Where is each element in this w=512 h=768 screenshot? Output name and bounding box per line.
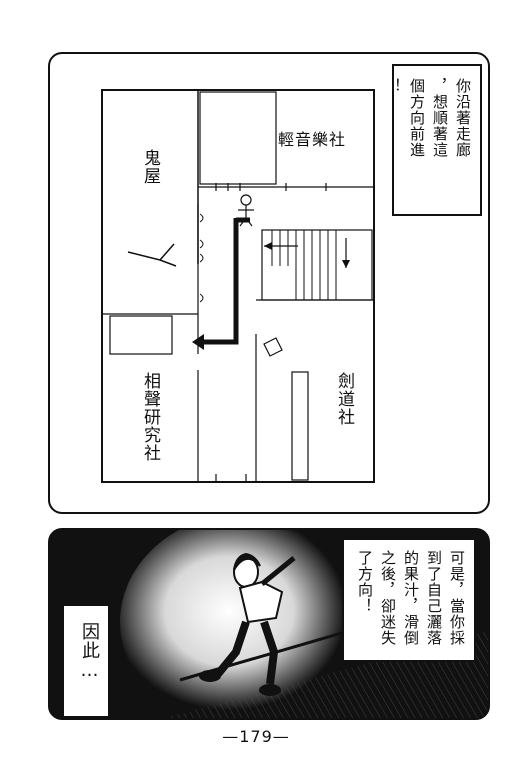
scene-panel: 可是，當你採 到了自己灑落 的果汁，滑倒 之後，卻迷失 了方向！ 因此… <box>48 528 490 720</box>
narration-line: 個方向前進 <box>408 78 426 158</box>
narration-line: 你沿著走廊 <box>454 78 472 158</box>
route-arrow <box>200 218 239 345</box>
building-outline <box>101 89 375 483</box>
floor-map <box>101 89 375 483</box>
falling-person-figure <box>199 552 296 696</box>
room-label-haunted-house: 鬼屋 <box>140 149 160 185</box>
narration-line: 可是，當你採 <box>448 550 466 646</box>
narration-line: 了方向！ <box>356 550 374 614</box>
room-label-comic-dialogue-club: 相聲研究社 <box>140 372 160 462</box>
stick-figure-icon <box>238 194 254 227</box>
therefore-text: 因此… <box>79 622 100 682</box>
narration-line: ！ <box>385 78 403 94</box>
narration-caption-bottom: 可是，當你採 到了自己灑落 的果汁，滑倒 之後，卻迷失 了方向！ <box>342 538 476 662</box>
room-label-kendo-club: 劍道社 <box>334 372 354 426</box>
narration-line: 之後，卻迷失 <box>379 550 397 646</box>
narration-line: 到了自己灑落 <box>425 550 443 646</box>
room-label-light-music-club: 輕音樂社 <box>278 130 347 149</box>
narration-line: 的果汁，滑倒 <box>402 550 420 646</box>
route-arrow-head <box>192 334 204 350</box>
therefore-caption: 因此… <box>62 604 110 718</box>
narration-line: ，想順著這 <box>431 78 449 158</box>
map-panel: 鬼屋 輕音樂社 劍道社 相聲研究社 你沿著走廊 ，想順著這 個方向前進 ！ <box>48 52 490 514</box>
page-number: —179— <box>222 727 290 746</box>
narration-caption-top: 你沿著走廊 ，想順著這 個方向前進 ！ <box>385 64 482 216</box>
